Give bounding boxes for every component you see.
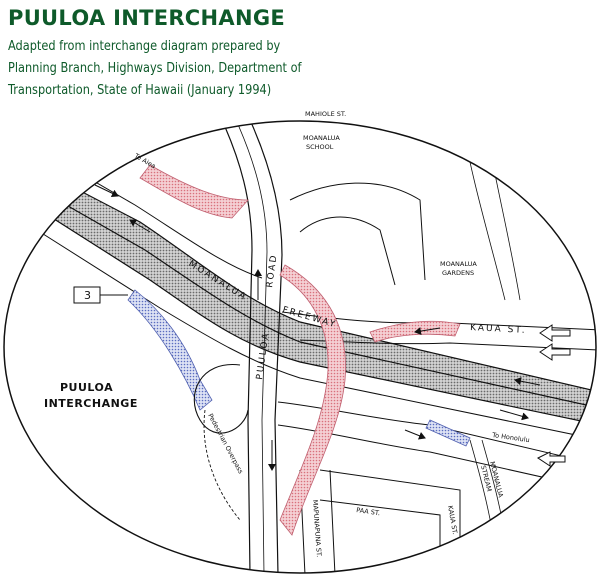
pedestrian-overpass: [203, 409, 241, 521]
frontage-road: [277, 401, 596, 466]
ramp-red: [279, 264, 346, 536]
freeway-band: [39, 169, 596, 426]
kaua-st: [299, 339, 596, 351]
map-subtitle: Adapted from interchange diagram prepare…: [8, 36, 302, 102]
moanalua-gardens-label: GARDENS: [442, 269, 474, 277]
ramp-blue: [127, 289, 213, 411]
direction-arrow-icon: [414, 327, 441, 336]
paa-st: [319, 469, 461, 573]
moanalua-school-label: SCHOOL: [306, 143, 334, 151]
outline-arrow-right-icon: [537, 451, 566, 467]
interchange-label: INTERCHANGE: [44, 397, 138, 410]
puuloa-road: [221, 121, 253, 573]
interchange-label: PUULOA: [60, 381, 113, 394]
map-title: PUULOA INTERCHANGE: [8, 6, 286, 30]
subtitle-line: Adapted from interchange diagram prepare…: [8, 39, 281, 54]
kaua-st-label: KAUA ST.: [470, 323, 527, 336]
freeway-median: [39, 189, 596, 409]
pedestrian-overpass-label: Pedestrian Overpass: [206, 412, 245, 475]
freeway-edge: [39, 231, 596, 441]
marker-number: 3: [84, 289, 91, 302]
moanalua-gardens-label: MOANALUA: [440, 260, 477, 268]
outline-arrow-left-icon: [539, 343, 571, 361]
street-outline: [299, 216, 396, 286]
map-body: [39, 121, 596, 573]
subtitle-line: Planning Branch, Highways Division, Depa…: [8, 61, 302, 76]
moanalua-school-label: MOANALUA: [303, 134, 340, 142]
loop-ramp: [193, 364, 249, 434]
freeway-edge: [39, 149, 263, 279]
to-honolulu-label: To Honolulu: [491, 431, 530, 444]
map-frame: [3, 120, 597, 574]
direction-arrow-icon: [514, 377, 541, 386]
direction-arrow-icon: [404, 429, 426, 440]
outline-arrow-left-icon: [539, 324, 571, 342]
ramp-red: [139, 164, 249, 219]
subtitle-line: Transportation, State of Hawaii (January…: [8, 83, 272, 98]
puuloa-road-centerline: [235, 121, 268, 573]
direction-arrow-icon: [129, 219, 151, 233]
gardens-stream: [484, 121, 521, 301]
mapunapuna-st-label: MAPUNAPUNA ST.: [311, 500, 323, 558]
road-label: ROAD: [265, 253, 280, 288]
paa-st-label: PAA ST.: [356, 506, 381, 517]
mahiole-st-label: MAHIOLE ST.: [305, 110, 346, 118]
direction-arrow-icon: [499, 409, 529, 421]
puuloa-road: [249, 121, 283, 573]
street-outline: [289, 182, 426, 281]
mapunapuna-st: [329, 469, 336, 573]
kaua-st-vertical-label: KAUA ST.: [446, 505, 459, 535]
frontage-road: [277, 424, 596, 491]
ramp-blue: [425, 419, 471, 447]
direction-arrow-icon: [94, 184, 119, 198]
